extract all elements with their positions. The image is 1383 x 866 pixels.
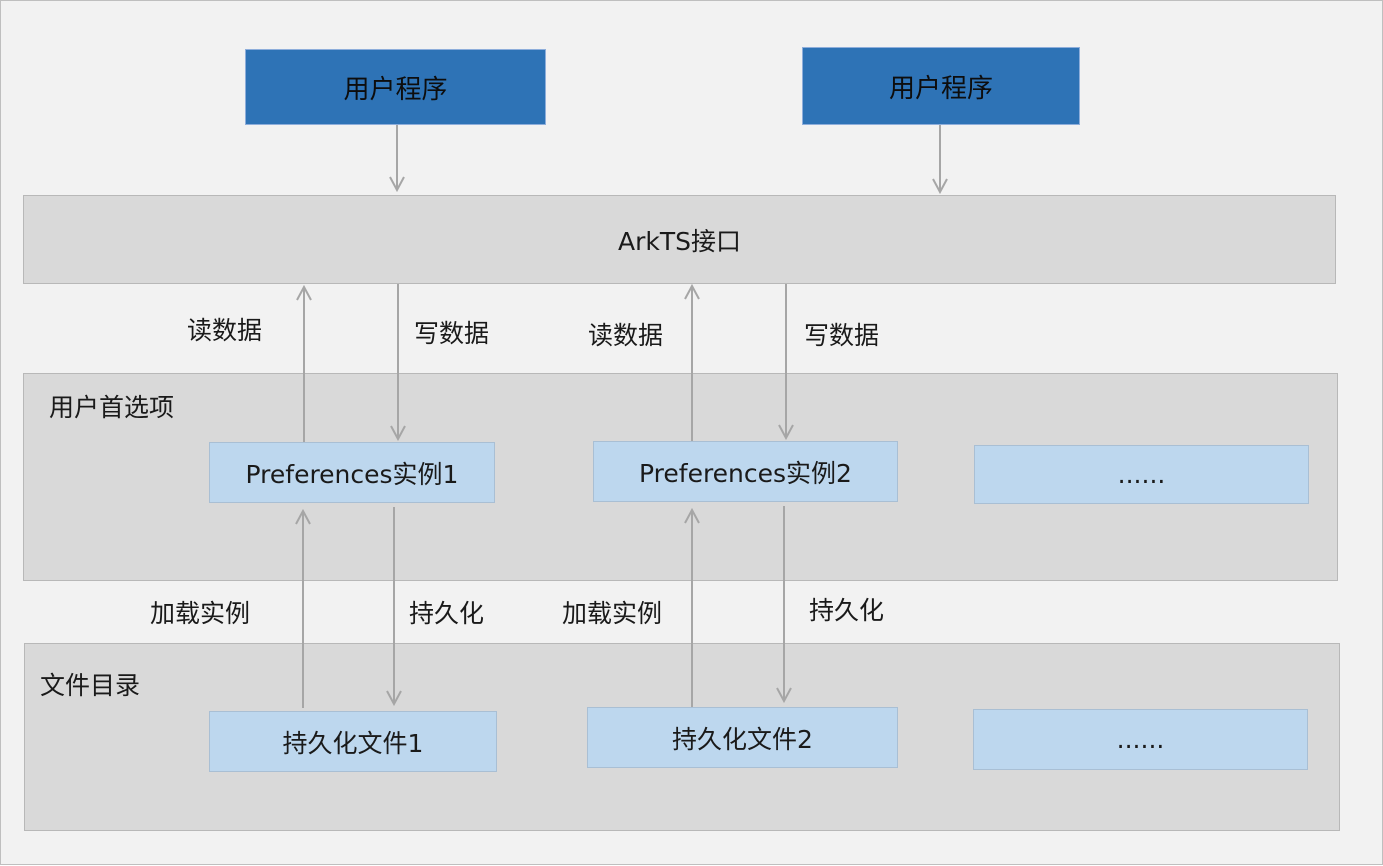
- label-read-2: 读数据: [588, 321, 664, 350]
- arkts-api-label: ArkTS接口: [618, 226, 741, 256]
- label-write-1: 写数据: [414, 319, 490, 348]
- file-directory-layer-title: 文件目录: [40, 671, 141, 700]
- preferences-instance-2: Preferences实例2: [593, 441, 898, 502]
- arkts-api-layer: ArkTS接口: [23, 195, 1336, 284]
- persistent-file-2: 持久化文件2: [587, 707, 898, 768]
- persistent-file-more: ......: [973, 709, 1308, 770]
- preferences-instance-2-label: Preferences实例2: [639, 458, 852, 488]
- preferences-instance-1: Preferences实例1: [209, 442, 495, 503]
- user-app-label-1: 用户程序: [343, 74, 448, 105]
- persistent-file-more-label: ......: [1116, 725, 1165, 754]
- user-app-box-1: 用户程序: [245, 49, 546, 125]
- label-load-1: 加载实例: [150, 599, 251, 628]
- user-app-label-2: 用户程序: [888, 73, 993, 104]
- label-write-2: 写数据: [804, 321, 880, 350]
- persistent-file-1-label: 持久化文件1: [282, 728, 424, 758]
- persistent-file-1: 持久化文件1: [209, 711, 497, 772]
- preferences-layer-title: 用户首选项: [49, 393, 175, 422]
- preferences-instance-more: ......: [974, 445, 1309, 504]
- label-persist-1: 持久化: [409, 599, 485, 628]
- user-app-box-2: 用户程序: [802, 47, 1080, 125]
- persistent-file-2-label: 持久化文件2: [672, 724, 813, 754]
- label-read-1: 读数据: [187, 316, 263, 345]
- preferences-instance-1-label: Preferences实例1: [245, 459, 459, 489]
- preferences-instance-more-label: ......: [1117, 460, 1166, 489]
- label-persist-2: 持久化: [809, 596, 885, 625]
- label-load-2: 加载实例: [562, 599, 663, 628]
